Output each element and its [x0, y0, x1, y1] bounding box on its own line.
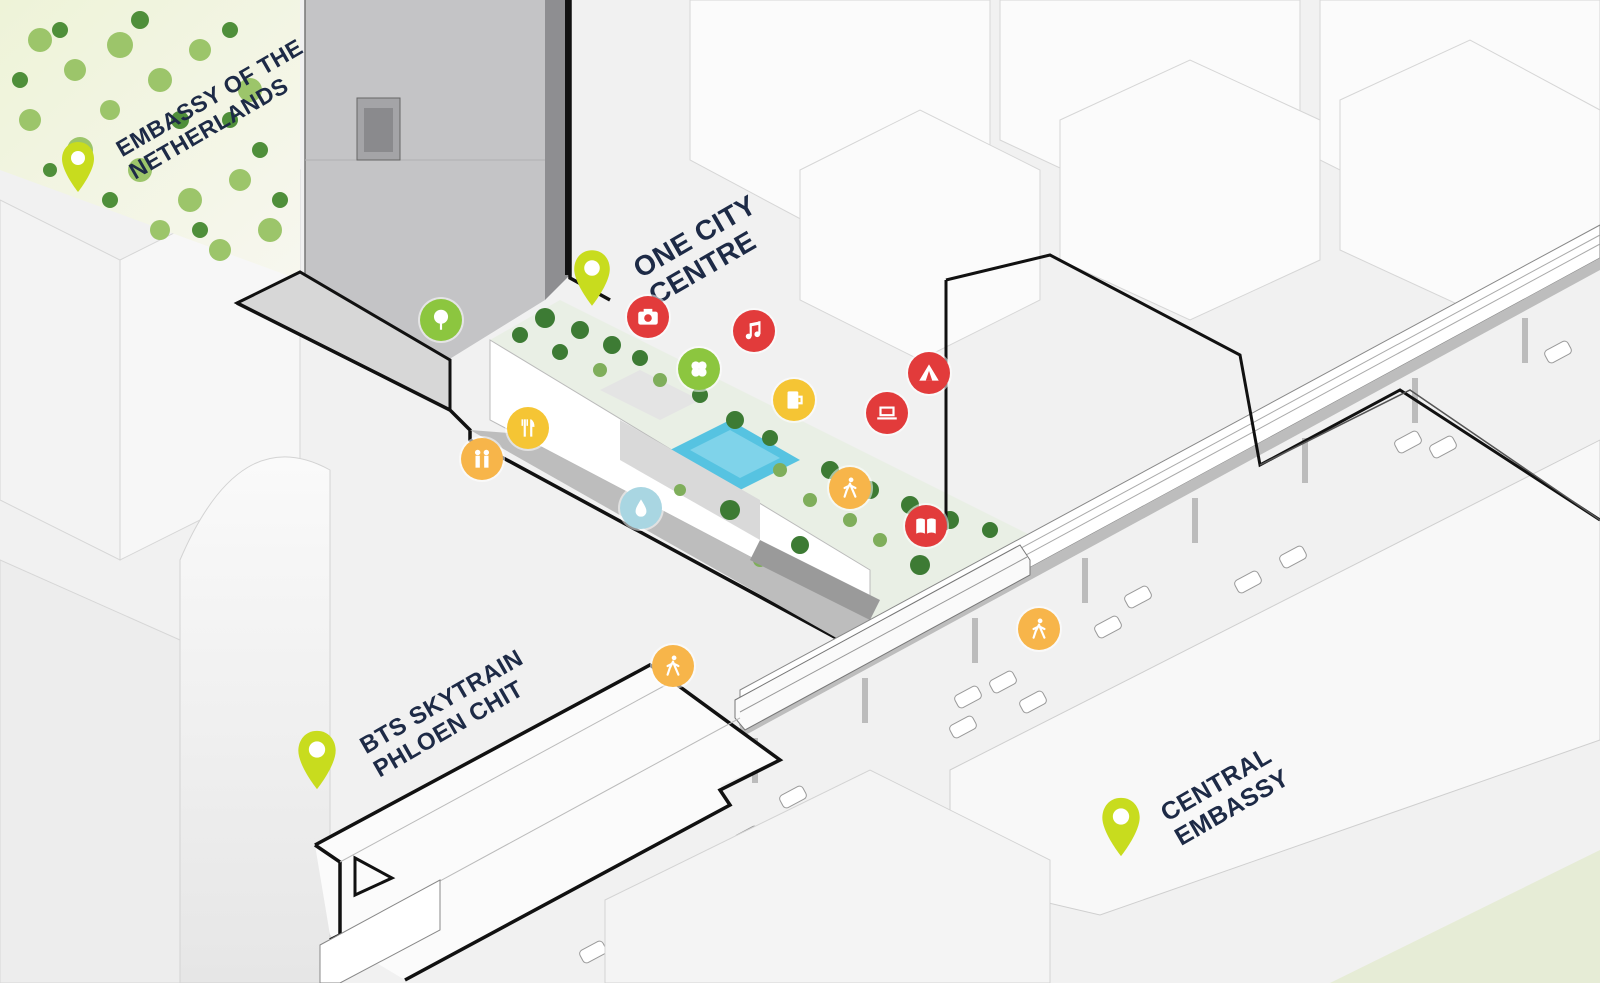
people-icon[interactable]	[461, 438, 503, 480]
book-icon[interactable]	[905, 505, 947, 547]
walking-icon[interactable]	[1018, 608, 1060, 650]
laptop-icon[interactable]	[866, 392, 908, 434]
beer-icon[interactable]	[773, 379, 815, 421]
skytrain	[734, 544, 1031, 731]
central-embassy-building	[944, 253, 1600, 916]
lawn-area	[1330, 850, 1600, 983]
music-icon[interactable]	[733, 310, 775, 352]
skytrain-viaduct	[734, 224, 1600, 783]
urban-garden	[489, 300, 1040, 621]
camera-icon[interactable]	[627, 296, 669, 338]
tent-icon[interactable]	[908, 352, 950, 394]
bts-station	[314, 662, 784, 983]
park-trees	[12, 11, 288, 261]
central-embassy-pin[interactable]	[1100, 795, 1142, 859]
walking-icon[interactable]	[652, 645, 694, 687]
one-city-centre-tower	[304, 0, 570, 360]
one-city-centre-pin[interactable]	[572, 248, 612, 308]
dining-icon[interactable]	[507, 407, 549, 449]
walking-icon[interactable]	[829, 467, 871, 509]
water-drop-icon[interactable]	[620, 487, 662, 529]
tree-icon[interactable]	[420, 299, 462, 341]
foreground-buildings	[179, 456, 1051, 983]
embassy-netherlands-pin[interactable]	[60, 140, 96, 194]
bts-phloen-chit-pin[interactable]	[296, 728, 338, 792]
clover-icon[interactable]	[678, 348, 720, 390]
